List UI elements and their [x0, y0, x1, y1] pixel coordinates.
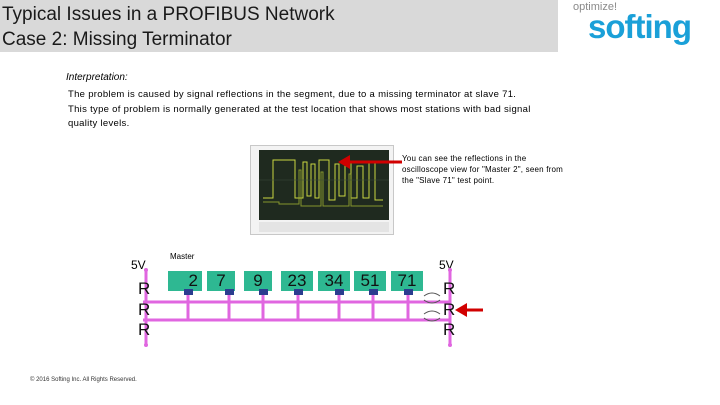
oscilloscope-toolbar: [259, 222, 389, 232]
interpretation-text-1: The problem is caused by signal reflecti…: [68, 89, 517, 100]
connector-51: [369, 289, 378, 295]
missing-terminator-arrow: [455, 303, 483, 317]
station-34: 34: [318, 271, 350, 291]
left-resistor-1: R: [138, 279, 151, 298]
left-resistor-2: R: [138, 300, 151, 319]
left-resistor-3: R: [138, 320, 151, 339]
title-banner: Typical Issues in a PROFIBUS Network Cas…: [0, 0, 558, 52]
master-label: Master: [170, 252, 195, 261]
right-resistor-3: R: [443, 320, 456, 339]
station-9: 9: [244, 271, 272, 291]
connector-2: [184, 289, 193, 295]
callout-text: You can see the reflections in the oscil…: [402, 154, 564, 185]
station-23: 23: [281, 271, 313, 291]
station-2: 2: [168, 271, 202, 291]
slide-subtitle: Case 2: Missing Terminator: [2, 29, 232, 50]
connector-9: [259, 289, 268, 295]
connector-23: [294, 289, 303, 295]
connector-34: [335, 289, 344, 295]
interpretation-text-2: This type of problem is normally generat…: [68, 104, 531, 129]
softing-logo: softing: [588, 8, 692, 45]
callout-arrow: [338, 155, 402, 169]
left-voltage-label: 5V: [131, 258, 146, 272]
connector-71: [404, 289, 413, 295]
connector-7: [225, 289, 234, 295]
oscilloscope-trace: [259, 159, 389, 207]
right-resistor-1: R: [443, 279, 456, 298]
station-7: 7: [207, 271, 235, 291]
station-51: 51: [354, 271, 386, 291]
logo-tagline: optimize!: [573, 1, 618, 13]
oscilloscope-view: [250, 145, 394, 235]
right-resistor-2: R: [443, 300, 456, 319]
station-71: 71: [391, 271, 423, 291]
interpretation-heading: Interpretation:: [66, 72, 128, 83]
slide-title: Typical Issues in a PROFIBUS Network: [2, 4, 335, 25]
copyright-footer: © 2016 Softing Inc. All Rights Reserved.: [30, 377, 137, 383]
